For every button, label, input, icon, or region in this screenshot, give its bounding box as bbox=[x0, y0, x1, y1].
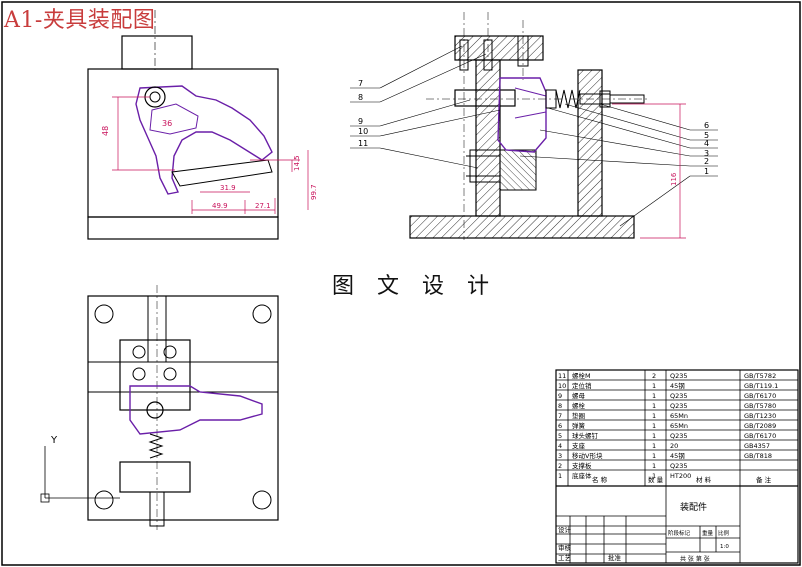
bom-cell-qty: 1 bbox=[652, 382, 656, 390]
bom-cell-std: GB/T818 bbox=[744, 452, 772, 460]
title-block-check: 审核 bbox=[558, 543, 572, 552]
bom-cell-no: 11 bbox=[558, 372, 566, 380]
leader-label-5: 5 bbox=[704, 131, 709, 140]
bom-cell-name: 支撑板 bbox=[572, 461, 592, 470]
title-block-part-name: 装配件 bbox=[680, 501, 707, 513]
bom-header-name: 名 称 bbox=[592, 475, 608, 484]
leader-label-2: 2 bbox=[704, 157, 709, 166]
bom-cell-mat: 45钢 bbox=[670, 382, 685, 390]
bom-cell-std: GB/T6170 bbox=[744, 432, 776, 440]
bom-cell-mat: Q235 bbox=[670, 392, 688, 400]
bom-cell-qty: 1 bbox=[652, 402, 656, 410]
bom-cell-qty: 2 bbox=[652, 372, 656, 380]
leader-label-6: 6 bbox=[704, 121, 709, 130]
bom-cell-std: GB/T119.1 bbox=[744, 382, 778, 390]
bom-cell-no: 6 bbox=[558, 422, 562, 430]
bom-cell-std: GB/T2089 bbox=[744, 422, 776, 430]
bom-cell-no: 1 bbox=[558, 472, 562, 480]
bom-cell-no: 10 bbox=[558, 382, 566, 390]
bom-cell-mat: Q235 bbox=[670, 432, 688, 440]
dim-99-7: 99.7 bbox=[310, 184, 318, 200]
leader-label-9: 9 bbox=[358, 117, 363, 126]
bom-cell-std: GB/T6170 bbox=[744, 392, 776, 400]
bom-header-note: 备 注 bbox=[756, 475, 772, 484]
bom-cell-mat: 65Mn bbox=[670, 412, 688, 420]
dim-49-9: 49.9 bbox=[212, 202, 228, 210]
bom-cell-no: 7 bbox=[558, 412, 562, 420]
bom-cell-qty: 1 bbox=[652, 432, 656, 440]
bom-cell-name: 垫圈 bbox=[572, 411, 585, 420]
title-block-scale-value: 1:0 bbox=[720, 544, 729, 550]
bom-cell-mat: 65Mn bbox=[670, 422, 688, 430]
dim-31-9: 31.9 bbox=[220, 184, 236, 192]
dim-36: 36 bbox=[162, 119, 172, 128]
leader-label-7: 7 bbox=[358, 79, 363, 88]
bom-cell-name: 支座 bbox=[572, 441, 586, 450]
bom-cell-std: GB/T1230 bbox=[744, 412, 776, 420]
axis-y-label: Y bbox=[50, 435, 58, 446]
top-view-bottom: Y bbox=[40, 285, 279, 530]
bom-cell-qty: 1 bbox=[652, 422, 656, 430]
bom-cell-mat: 45钢 bbox=[670, 452, 685, 460]
watermark-text: 图 文 设 计 bbox=[332, 274, 497, 299]
front-view-left: 48 36 14.5 99.7 31.9 49.9 27.1 bbox=[87, 10, 318, 240]
title-block-design: 设计 bbox=[558, 525, 572, 534]
bom-cell-std: GB4357 bbox=[744, 442, 770, 450]
bom-cell-no: 9 bbox=[558, 392, 562, 400]
dim-116: 116 bbox=[670, 172, 678, 186]
leader-label-3: 3 bbox=[704, 149, 709, 158]
bom-cell-qty: 1 bbox=[652, 452, 656, 460]
bom-header-mat: 材 料 bbox=[696, 475, 712, 484]
title-block-craft: 工艺 bbox=[558, 554, 572, 562]
bom-cell-mat: 20 bbox=[670, 442, 678, 450]
bom-cell-name: 底座体 bbox=[572, 471, 592, 480]
bom-cell-name: 螺母 bbox=[572, 391, 586, 400]
bom-cell-qty: 1 bbox=[652, 462, 656, 470]
bom-cell-qty: 1 bbox=[652, 392, 656, 400]
bom-cell-mat: Q235 bbox=[670, 372, 688, 380]
bom-cell-qty: 1 bbox=[652, 472, 656, 480]
bom-cell-mat: HT200 bbox=[670, 472, 691, 480]
dim-14-5: 14.5 bbox=[293, 155, 301, 171]
bom-cell-no: 4 bbox=[558, 442, 562, 450]
bom-table bbox=[555, 369, 799, 564]
bom-cell-std: GB/T5782 bbox=[744, 372, 776, 380]
bom-cell-no: 8 bbox=[558, 402, 562, 410]
bom-cell-name: 定位销 bbox=[572, 381, 592, 390]
bom-cell-name: 移动V形块 bbox=[572, 451, 603, 460]
bom-cell-name: 球头螺钉 bbox=[572, 431, 599, 440]
leader-label-11: 11 bbox=[358, 139, 368, 148]
bom-cell-std: GB/T5780 bbox=[744, 402, 776, 410]
leader-label-8: 8 bbox=[358, 93, 363, 102]
bom-cell-qty: 1 bbox=[652, 412, 656, 420]
bom-cell-name: 弹簧 bbox=[572, 421, 586, 430]
leader-label-10: 10 bbox=[358, 127, 368, 136]
bom-cell-name: 螺栓 bbox=[572, 401, 586, 410]
bom-cell-no: 3 bbox=[558, 452, 562, 460]
leader-label-4: 4 bbox=[704, 139, 709, 148]
title-block-approve: 批准 bbox=[608, 553, 622, 562]
bom-cell-mat: Q235 bbox=[670, 462, 688, 470]
title-block-sheets: 共 张 第 张 bbox=[680, 555, 710, 563]
title-block-scale: 比例 bbox=[718, 529, 730, 537]
dim-48: 48 bbox=[101, 126, 110, 136]
bom-cell-name: 螺栓M bbox=[572, 371, 591, 380]
section-view-right: 7 8 9 10 11 6 5 4 3 2 1 116 bbox=[350, 12, 718, 240]
title-block-weight: 重量 bbox=[702, 529, 714, 537]
bom-header-qty: 数 量 bbox=[648, 475, 664, 484]
title-block-stage: 阶段标记 bbox=[668, 529, 691, 537]
drawing-title: A1-夹具装配图 bbox=[4, 8, 156, 33]
dim-27-1: 27.1 bbox=[255, 202, 271, 210]
bom-cell-qty: 1 bbox=[652, 442, 656, 450]
bom-cell-no: 5 bbox=[558, 432, 562, 440]
bom-cell-no: 2 bbox=[558, 462, 562, 470]
leader-label-1: 1 bbox=[704, 167, 709, 176]
bom-cell-mat: Q235 bbox=[670, 402, 688, 410]
